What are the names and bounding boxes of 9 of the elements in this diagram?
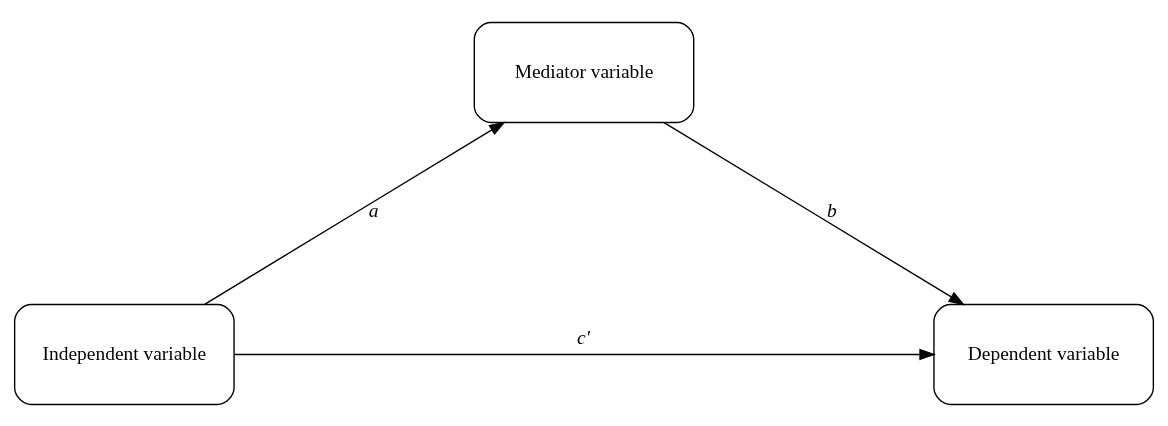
edge-label: c' bbox=[577, 326, 590, 348]
edge-label: b bbox=[827, 199, 837, 221]
arrow bbox=[663, 121, 966, 305]
arrow bbox=[203, 120, 506, 305]
node-box: Mediator variable bbox=[473, 21, 695, 123]
arrow bbox=[233, 348, 936, 360]
edge-label: a bbox=[368, 199, 379, 221]
node-box: Independent variable bbox=[13, 303, 235, 405]
node-box: Dependent variable bbox=[933, 303, 1155, 405]
